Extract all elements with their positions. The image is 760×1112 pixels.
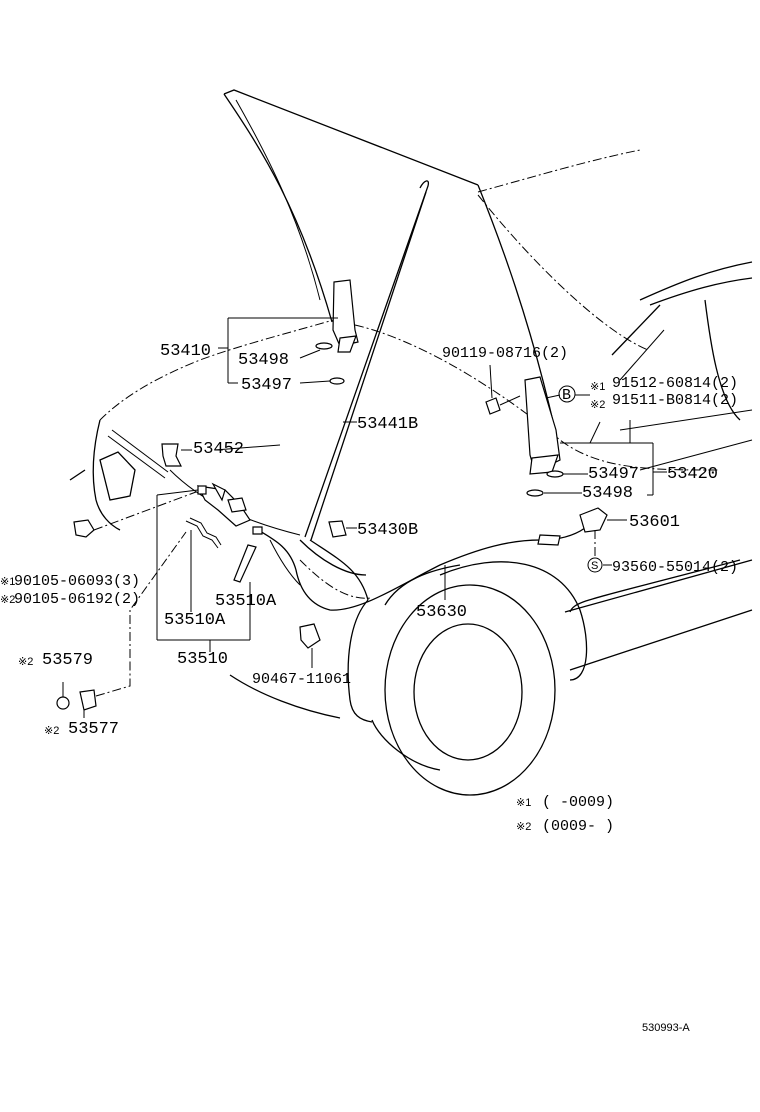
note-marker-2-53579: ※2 [18,656,33,668]
cushion-53579 [56,696,70,710]
legend-line2-mark: ※2 [516,821,531,833]
circle-b-marker [558,385,576,403]
label-91511: 91511-B0814(2) [612,392,738,409]
circle-markers: B S [558,385,603,573]
hood-lock-rod [233,544,257,583]
label-53601: 53601 [629,513,680,532]
part-labels: 53410 53498 53497 90119-08716(2) ※1 9151… [0,342,738,739]
label-90105-1: 90105-06093(3) [14,573,140,590]
note-marker-1-90105: ※1 [0,576,15,588]
legend: ※1 ( -0009) ※2 (0009- ) [516,794,614,835]
label-53579: 53579 [42,651,93,670]
label-53577: 53577 [68,720,119,739]
figure-code: 530993-A [642,1022,690,1034]
label-53510a-left: 53510A [164,611,226,630]
label-53498-right: 53498 [582,484,633,503]
legend-line2-text: (0009- ) [542,818,614,835]
label-90105-2: 90105-06192(2) [14,591,140,608]
circle-s-marker [587,557,603,573]
circle-b-letter: B [562,387,571,404]
note-marker-1: ※1 [590,381,605,393]
label-53510a-right: 53510A [215,592,277,611]
legend-line1-mark: ※1 [516,797,531,809]
label-90119: 90119-08716(2) [442,345,568,362]
hood-hinge-right [524,376,561,473]
clip-53452 [161,443,182,467]
release-cable [257,527,586,611]
hood-hinge-left [332,279,359,347]
release-lever [579,507,608,533]
circle-s-letter: S [591,560,598,572]
note-marker-2: ※2 [590,399,605,411]
label-53497-top: 53497 [241,376,292,395]
label-53410: 53410 [160,342,211,361]
vehicle-outline [69,89,753,796]
hood-support-rod [304,180,430,538]
label-53497-right: 53497 [588,465,639,484]
parts [56,180,608,711]
cushion-53430b [328,520,347,538]
label-53452: 53452 [193,440,244,459]
label-90467: 90467-11061 [252,671,351,688]
hood-lock [196,485,251,527]
note-marker-2-53577: ※2 [44,725,59,737]
label-91512: 91512-60814(2) [612,375,738,392]
bolt-90119 [485,397,501,415]
label-53498-top: 53498 [238,351,289,370]
leader-lines [62,317,667,718]
label-93560: 93560-55014(2) [612,559,738,576]
legend-line1-text: ( -0009) [542,794,614,811]
label-53420: 53420 [667,465,718,484]
label-53630: 53630 [416,603,467,622]
note-marker-2-90105: ※2 [0,594,15,606]
clip-90105 [73,519,95,538]
bumper-53577 [79,689,97,711]
label-53430b: 53430B [357,521,418,540]
clip-90467 [299,623,321,649]
hood-lock-spring [185,520,219,549]
label-53510: 53510 [177,650,228,669]
label-53441b: 53441B [357,415,418,434]
